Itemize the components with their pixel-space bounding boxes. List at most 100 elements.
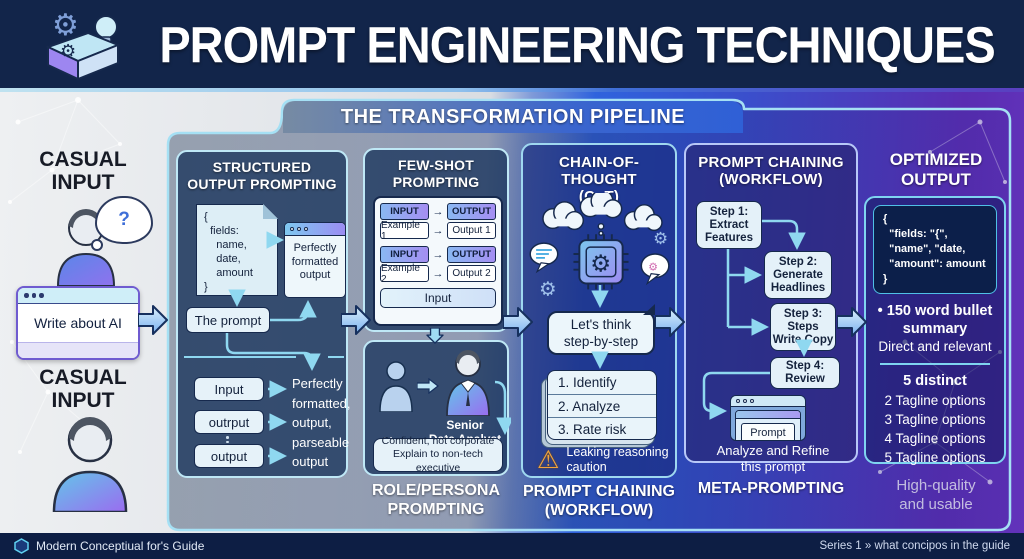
gear-icon: ⚙ [52, 9, 79, 42]
user-avatar [379, 361, 413, 412]
chaining-panel: PROMPT CHAINING (WORKFLOW) Step 1: Extra… [684, 143, 858, 474]
arrow-right-icon: → [432, 224, 444, 237]
role-persona-panel: User Senior Data Analyst Confident, not … [363, 340, 511, 476]
cot-bubble: Let's think step-by-step [547, 304, 655, 355]
flow-arrow-icon [138, 305, 168, 335]
input-header: INPUT [380, 203, 429, 220]
formatted-output-window: Perfectly formatted output [284, 222, 346, 298]
speech-bubble-icon [529, 242, 559, 274]
io-row-input: Input [194, 377, 264, 401]
input-header: INPUT [380, 246, 429, 263]
brain-bubble-icon: ⚙ [640, 253, 670, 286]
optimized-title: OPTIMIZED OUTPUT [889, 150, 983, 189]
analyst-avatar [446, 350, 490, 416]
gear-icon: ⚙ [539, 278, 557, 300]
bullet-summary: • 150 word bullet summary [877, 303, 993, 337]
divider [880, 363, 990, 365]
chaining-title: PROMPT CHAINING (WORKFLOW) [698, 154, 844, 188]
window-controls [285, 223, 345, 236]
role-caption: ROLE/PERSONA PROMPTING [371, 482, 500, 518]
cot-panel: CHAIN-OF-THOUGHT (CoT) ⚙ ⚙ ⚙ [521, 143, 677, 478]
optimized-code-block: { "fields: "{", "name", "date, "amount":… [873, 205, 997, 294]
footer: Modern Conceptiual for's Guide Series 1 … [0, 533, 1024, 559]
example-input: Example 2 [380, 263, 429, 285]
structured-output-panel: STRUCTURED OUTPUT PROMPTING { fields: na… [176, 150, 351, 478]
question-mark: ? [118, 209, 130, 230]
svg-text:⚙: ⚙ [648, 262, 658, 274]
header-divider [0, 88, 1024, 92]
chip-icon: ⚙ [573, 234, 629, 290]
chain-step-3: Step 3: Steps Write Copy [770, 303, 836, 351]
logo-icon [14, 538, 29, 554]
arrow-right-icon [417, 378, 439, 394]
optimized-panel: { "fields: "{", "name", "date, "amount":… [864, 196, 1006, 465]
svg-text:⚙: ⚙ [590, 252, 611, 278]
example-output: Output 1 [447, 222, 496, 239]
meta-caption: Analyze and Refine this prompt [716, 443, 830, 474]
gear-icon: ⚙ [653, 229, 668, 248]
arrow-right-icon: → [432, 205, 444, 218]
warning-icon: ⚠ [537, 445, 560, 474]
arrow-right-icon: → [432, 267, 444, 280]
footer-series: Series 1 » what concipos in the guide [819, 540, 1010, 552]
example-output: Output 2 [447, 265, 496, 282]
tagline-option: 4 Tagline options [884, 430, 986, 446]
quality-caption: High-quality and usable [896, 477, 976, 513]
cot-caption: PROMPT CHAINING (WORKFLOW) [523, 483, 675, 519]
prompt-box: Prompt [741, 423, 795, 440]
casual-input-label-bottom: CASUAL INPUT [39, 366, 127, 412]
warning-text: Leaking reasoning caution [566, 445, 669, 474]
tagline-option: 5 Tagline options [884, 449, 986, 465]
few-shot-title: FEW-SHOT PROMPTING [392, 157, 480, 190]
casual-input-text: Write about AI [34, 315, 122, 331]
example-row: INPUT → OUTPUT Example 2 → Output 2 [380, 246, 496, 285]
document-fold [263, 204, 278, 219]
tagline-option: 3 Tagline options [884, 411, 986, 427]
casual-input-label-top: CASUAL INPUT [39, 148, 127, 194]
io-row-output-2: output [194, 444, 264, 468]
cot-step: 3. Rate risk [548, 417, 656, 440]
chain-step-4: Step 4: Review [770, 357, 840, 389]
meta-window: Prompt [730, 395, 806, 441]
window-controls [731, 396, 805, 407]
svg-text:⚙: ⚙ [60, 41, 76, 61]
pipeline-banner-title: THE TRANSFORMATION PIPELINE [340, 105, 686, 128]
few-shot-panel: FEW-SHOT PROMPTING INPUT → OUTPUT Exampl… [363, 148, 509, 332]
structured-result-text: Perfectly formatted, output, parseable o… [292, 376, 351, 469]
distinct-label: 5 distinct [903, 373, 967, 389]
casual-user-avatar-2 [52, 417, 128, 512]
output-header: OUTPUT [447, 246, 496, 263]
the-prompt-box: The prompt [186, 307, 270, 333]
thought-bubble-icon: ? [91, 196, 153, 251]
cot-illustration: ⚙ ⚙ ⚙ ⚙ [529, 193, 670, 300]
structured-title: STRUCTURED OUTPUT PROMPTING [187, 159, 337, 192]
cot-step: 2. Analyze [548, 394, 656, 417]
window-footer [18, 342, 138, 358]
persona-note: Confident, not corporate Explain to non-… [373, 435, 503, 474]
window-controls [18, 288, 138, 304]
pipeline-banner: THE TRANSFORMATION PIPELINE [283, 101, 743, 133]
inner-window: Prompt [735, 410, 801, 440]
chain-step-2: Step 2: Generate Headlines [764, 251, 832, 299]
casual-input-window: Write about AI [16, 286, 140, 360]
toolbox-body: ⚙ [45, 31, 121, 81]
footer-brand: Modern Conceptiual for's Guide [36, 539, 205, 553]
io-row-output-1: outrput [194, 410, 264, 434]
toolbox-icon: ⚙ ⚙ [45, 9, 121, 81]
arrow-right-icon: → [432, 248, 444, 261]
few-shot-input-bar: Input [380, 288, 496, 308]
few-shot-card: INPUT → OUTPUT Example 1 → Output 1 INPU… [373, 196, 503, 326]
example-input: Example 1 [380, 220, 429, 242]
chain-step-1: Step 1: Extract Features [696, 201, 762, 249]
warning-row: ⚠ Leaking reasoning caution [537, 445, 669, 475]
page-title: PROMPT ENGINEERING TECHNIQUES [159, 15, 995, 73]
cot-title: CHAIN-OF-THOUGHT (CoT) [558, 154, 640, 205]
header: ⚙ ⚙ PROMPT ENGINEERING TECHNIQUES [0, 0, 1024, 88]
example-row: INPUT → OUTPUT Example 1 → Output 1 [380, 203, 496, 242]
cot-steps-card: 1. Identify 2. Analyze 3. Rate risk [541, 370, 657, 448]
formatted-output-text: Perfectly formatted output [291, 242, 339, 281]
tagline-option: 2 Tagline options [884, 392, 986, 408]
cot-step: 1. Identify [558, 375, 617, 390]
output-header: OUTPUT [447, 203, 496, 220]
